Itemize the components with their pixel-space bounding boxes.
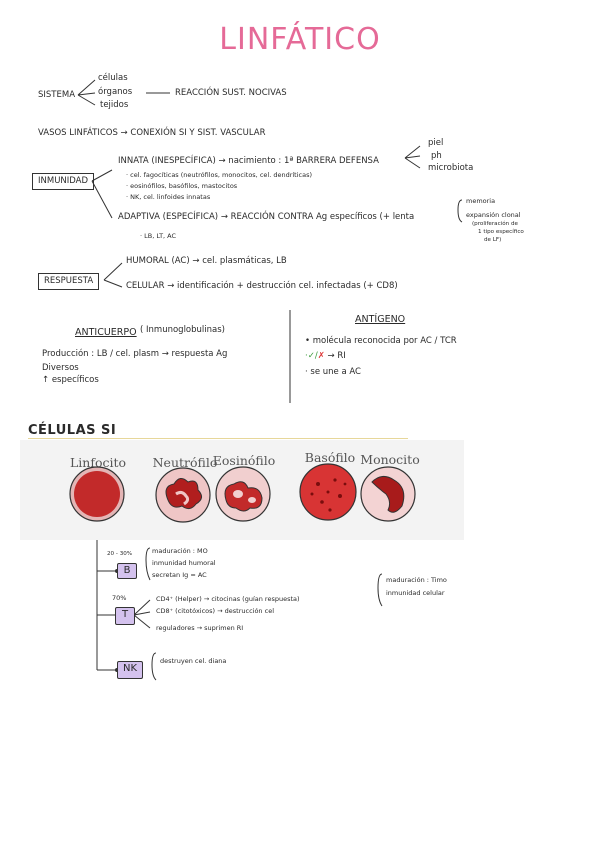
innata-item: · eosinófilos, basófilos, mastocitos [126,182,238,190]
barrera-microbiota: microbiota [428,163,474,173]
respuesta-label: RESPUESTA [38,273,100,290]
lymphocyte-cell [69,466,125,522]
neutrophil-cell [155,467,211,523]
antigeno-ri: → RI [327,351,346,361]
t-note: inmunidad celular [386,589,445,597]
anticuerpo-title: ANTICUERPO [75,327,137,338]
respuesta-celular: CELULAR → identificación + destrucción c… [126,281,398,291]
barrera-ph: ph [431,151,442,161]
page-title: LINFÁTICO [219,22,381,57]
adaptiva-note: expansión clonal [466,211,521,219]
b-cell-tag: B [117,563,137,579]
sistema-label: SISTEMA [38,90,76,100]
nk-line: destruyen cel. diana [160,657,227,665]
cell-label-monocito: Monocito [360,452,420,467]
t-line: reguladores → suprimen RI [156,624,244,632]
sistema-item-organos: órganos [98,87,133,97]
cell-label-neutrofilo: Neutrófilo [152,455,218,470]
barrera-piel: piel [428,138,444,148]
anticuerpo-line: ↑ específicos [42,375,99,385]
adaptiva-item: · LB, LT, AC [140,232,177,240]
b-line: maduración : MO [152,547,208,555]
sistema-item-tejidos: tejidos [100,100,129,110]
basophil-cell [299,463,357,521]
cell-label-basofilo: Basófilo [304,450,356,465]
anticuerpo-subtitle: ( Inmunoglobulinas) [140,325,225,335]
b-line: inmunidad humoral [152,559,216,567]
cross-icon: ✗ [317,351,328,361]
t-percentage: 70% [112,594,127,602]
innata-item: · NK, cel. linfoides innatas [126,193,211,201]
respuesta-humoral: HUMORAL (AC) → cel. plasmáticas, LB [126,256,287,266]
innata-item: · cel. fagocíticas (neutrófilos, monocit… [126,171,313,179]
antigeno-line: • molécula reconocida por AC / TCR [305,336,457,346]
b-percentage: 20 - 30% [107,551,133,557]
anticuerpo-line: Diversos [42,363,79,373]
monocyte-cell [360,466,416,522]
adaptiva-note: memoria [466,197,496,205]
vasos-linfaticos: VASOS LINFÁTICOS → CONEXIÓN SI Y SIST. V… [38,128,266,138]
t-line: CD4⁺ (Helper) → citocinas (guían respues… [156,595,300,603]
eosinophil-cell [215,466,271,522]
adaptiva-note: de LF) [484,237,502,243]
antigeno-title: ANTÍGENO [355,314,406,325]
sistema-item-celulas: células [98,73,128,83]
t-cell-tag: T [115,607,135,625]
inmunidad-label: INMUNIDAD [32,173,95,190]
t-line: CD8⁺ (citotóxicos) → destrucción cel [156,607,274,615]
nk-cell-tag: NK [117,661,143,679]
check-icon: ·✓/ [305,351,318,361]
innata-line: INNATA (INESPECÍFICA) → nacimiento : 1ª … [118,156,379,166]
t-note: maduración : Timo [386,576,447,584]
antigeno-line: · se une a AC [305,367,361,377]
heading-divider [28,438,408,439]
antigeno-check-line: ·✓/✗ → RI [305,352,346,361]
cell-label-eosinofilo: Eosinófilo [212,453,276,468]
cell-label-linfocito: Linfocito [69,455,127,470]
adaptiva-line: ADAPTIVA (ESPECÍFICA) → REACCIÓN CONTRA … [118,212,415,222]
adaptiva-note: (proliferación de [472,221,518,227]
b-line: secretan Ig = AC [152,571,207,579]
celulas-heading: CÉLULAS SI [28,423,117,438]
sistema-result: REACCIÓN SUST. NOCIVAS [175,88,287,98]
adaptiva-note: 1 tipo específico [478,229,524,235]
anticuerpo-line: Producción : LB / cel. plasm → respuesta… [42,349,228,359]
